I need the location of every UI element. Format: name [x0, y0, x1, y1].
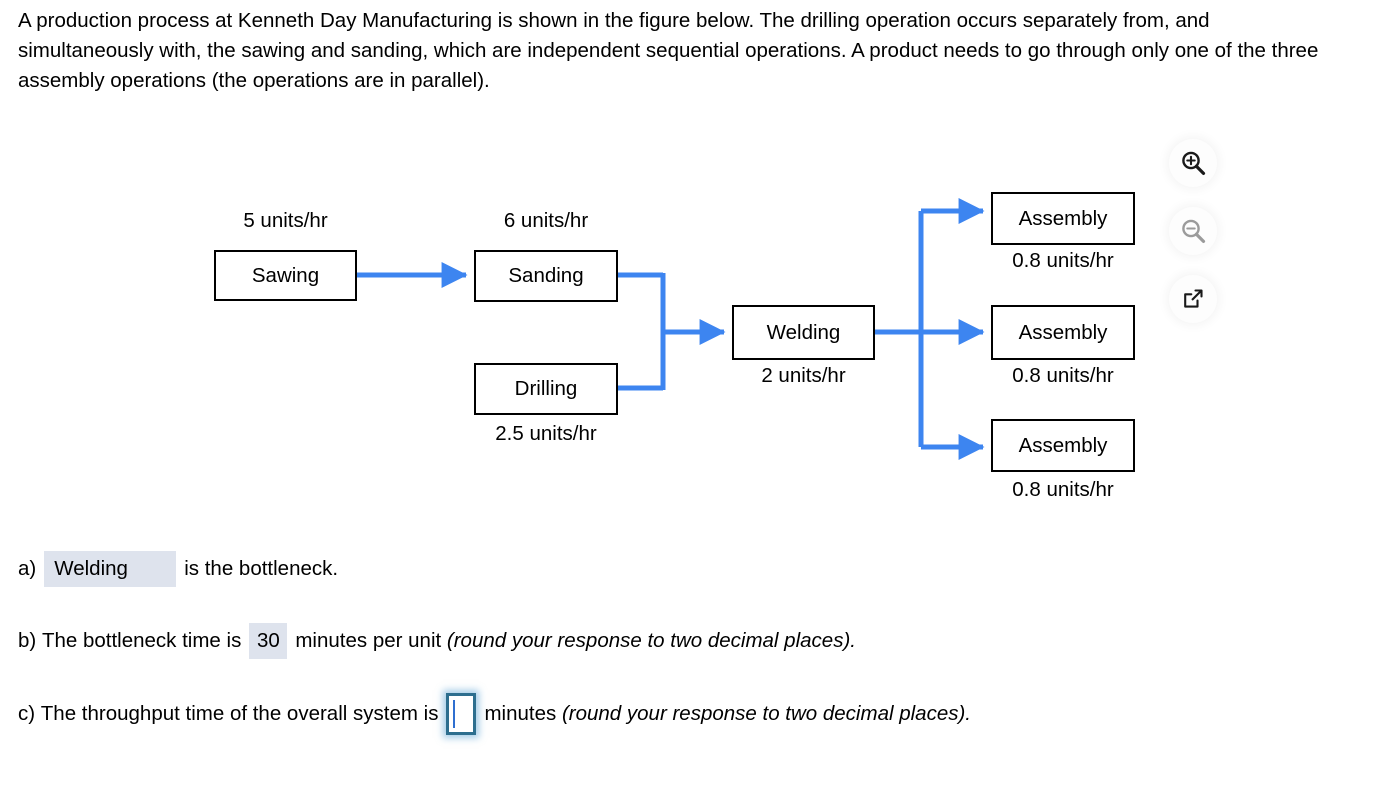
- process-flow-diagram: 5 units/hr Sawing 6 units/hr Sanding Dri…: [0, 130, 1384, 520]
- text-caret: [453, 700, 456, 728]
- rate-label-assembly-3: 0.8 units/hr: [1012, 478, 1114, 501]
- node-label-assembly-1: Assembly: [1018, 206, 1108, 230]
- node-label-welding: Welding: [766, 320, 841, 344]
- node-sawing: Sawing: [214, 250, 357, 301]
- answer-c-note: (round your response to two decimal plac…: [561, 702, 971, 725]
- open-in-new-icon: [1184, 289, 1203, 308]
- rate-label-assembly-2: 0.8 units/hr: [1012, 364, 1114, 387]
- node-label-drilling: Drilling: [514, 377, 578, 400]
- answer-line-a: a) Welding is the bottleneck.: [18, 551, 338, 587]
- answer-c-prefix: The throughput time of the overall syste…: [40, 702, 439, 725]
- node-assembly-2: Assembly: [991, 305, 1135, 360]
- node-assembly-3: Assembly: [991, 419, 1135, 472]
- answer-a-input[interactable]: Welding: [44, 551, 177, 587]
- node-label-assembly-2: Assembly: [1018, 320, 1108, 344]
- magnifier-plus-icon: [1182, 151, 1206, 175]
- rate-label-welding: 2 units/hr: [761, 364, 846, 387]
- rate-label-drilling: 2.5 units/hr: [495, 422, 597, 445]
- answer-line-c: c) The throughput time of the overall sy…: [18, 693, 971, 735]
- problem-statement: A production process at Kenneth Day Manu…: [18, 9, 1319, 92]
- answer-c-input[interactable]: [446, 693, 477, 735]
- node-welding: Welding: [732, 305, 875, 360]
- node-drilling: Drilling: [474, 363, 618, 415]
- zoom-in-button[interactable]: [1169, 139, 1217, 187]
- diagram-connectors: [357, 198, 985, 460]
- rate-label-assembly-1: 0.8 units/hr: [1012, 249, 1114, 272]
- node-label-sanding: Sanding: [508, 264, 584, 287]
- answer-a-suffix: is the bottleneck.: [184, 557, 339, 580]
- answer-line-b: b) The bottleneck time is 30 minutes per…: [18, 623, 856, 659]
- node-label-sawing: Sawing: [251, 263, 320, 287]
- node-assembly-1: Assembly: [991, 192, 1135, 245]
- zoom-out-button[interactable]: [1169, 207, 1217, 255]
- answer-c-unit: minutes: [484, 702, 557, 725]
- answer-b-input[interactable]: 30: [249, 623, 288, 659]
- magnifier-minus-icon: [1182, 219, 1206, 243]
- answer-b-marker: b): [18, 629, 37, 652]
- open-popout-button[interactable]: [1169, 275, 1217, 323]
- rate-label-sanding: 6 units/hr: [503, 209, 589, 232]
- node-sanding: Sanding: [474, 250, 618, 302]
- answer-a-marker: a): [18, 557, 37, 580]
- answer-b-prefix: The bottleneck time is: [41, 629, 242, 652]
- node-label-assembly-3: Assembly: [1018, 433, 1108, 457]
- answer-b-note: (round your response to two decimal plac…: [446, 629, 856, 652]
- answer-c-marker: c): [18, 702, 36, 725]
- rate-label-sawing: 5 units/hr: [243, 209, 328, 232]
- answer-b-unit: minutes per unit: [295, 629, 442, 652]
